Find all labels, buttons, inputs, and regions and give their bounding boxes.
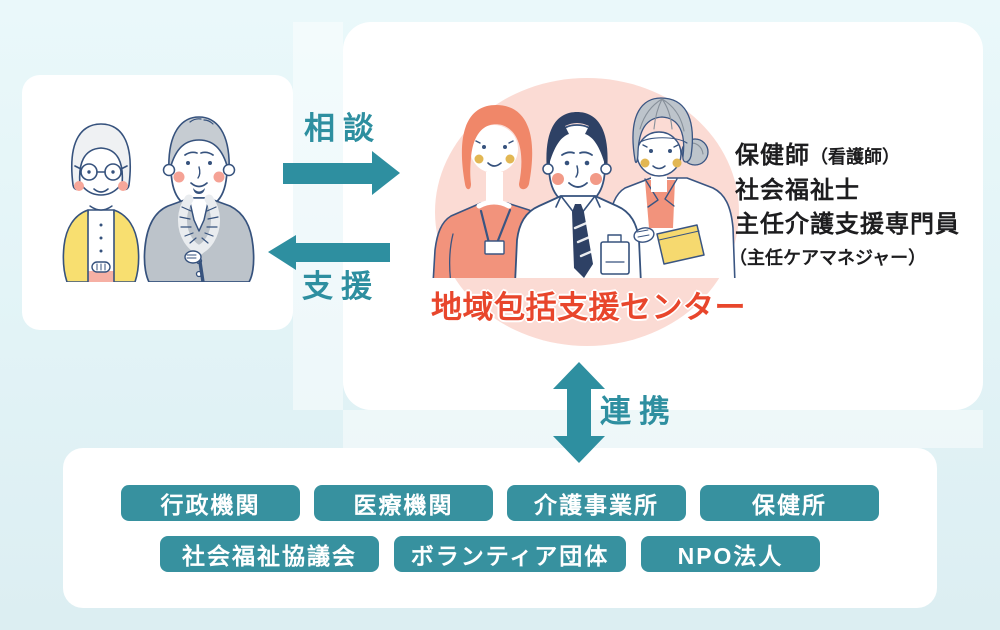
role-line: 保健師（看護師） bbox=[735, 142, 900, 169]
network-card: 行政機関 医療機関 介護事業所 保健所 社会福祉協議会 ボランティア団体 NPO… bbox=[63, 448, 937, 608]
network-chip-government: 行政機関 bbox=[121, 485, 300, 521]
network-chip-npo: NPO法人 bbox=[641, 536, 820, 572]
elderly-couple-card bbox=[22, 75, 293, 330]
network-row-2: 社会福祉協議会 ボランティア団体 NPO法人 bbox=[53, 536, 927, 572]
network-chip-care-office: 介護事業所 bbox=[507, 485, 686, 521]
role-line: （主任ケアマネジャー） bbox=[729, 248, 927, 268]
network-chip-social-welfare-council: 社会福祉協議会 bbox=[160, 536, 379, 572]
staff-illustration bbox=[432, 97, 736, 278]
staff-man bbox=[514, 112, 642, 278]
role-line: 社会福祉士 bbox=[735, 177, 860, 204]
yellow-folder bbox=[633, 224, 705, 265]
center-title: 地域包括支援センター bbox=[431, 290, 746, 325]
network-chip-volunteer-group: ボランティア団体 bbox=[394, 536, 626, 572]
staff-woman-left bbox=[432, 105, 550, 278]
support-label: 支援 bbox=[302, 269, 380, 304]
network-chip-health-center: 保健所 bbox=[700, 485, 879, 521]
connector-band-horizontal bbox=[343, 410, 983, 448]
staff-roles: 保健師（看護師） 社会福祉士 主任介護支援専門員 （主任ケアマネジャー） bbox=[729, 139, 960, 273]
elderly-man bbox=[143, 116, 255, 282]
connector-band-vertical bbox=[293, 22, 343, 410]
cooperation-label: 連携 bbox=[600, 394, 678, 429]
network-row-1: 行政機関 医療機関 介護事業所 保健所 bbox=[63, 485, 937, 521]
elderly-woman bbox=[62, 123, 140, 282]
network-chip-medical: 医療機関 bbox=[314, 485, 493, 521]
role-line: 主任介護支援専門員 bbox=[735, 211, 960, 238]
consult-label: 相談 bbox=[304, 111, 382, 146]
support-center-card: 地域包括支援センター 保健師（看護師） 社会福祉士 主任介護支援専門員 （主任ケ… bbox=[343, 22, 983, 410]
elderly-couple-illustration bbox=[62, 116, 255, 282]
